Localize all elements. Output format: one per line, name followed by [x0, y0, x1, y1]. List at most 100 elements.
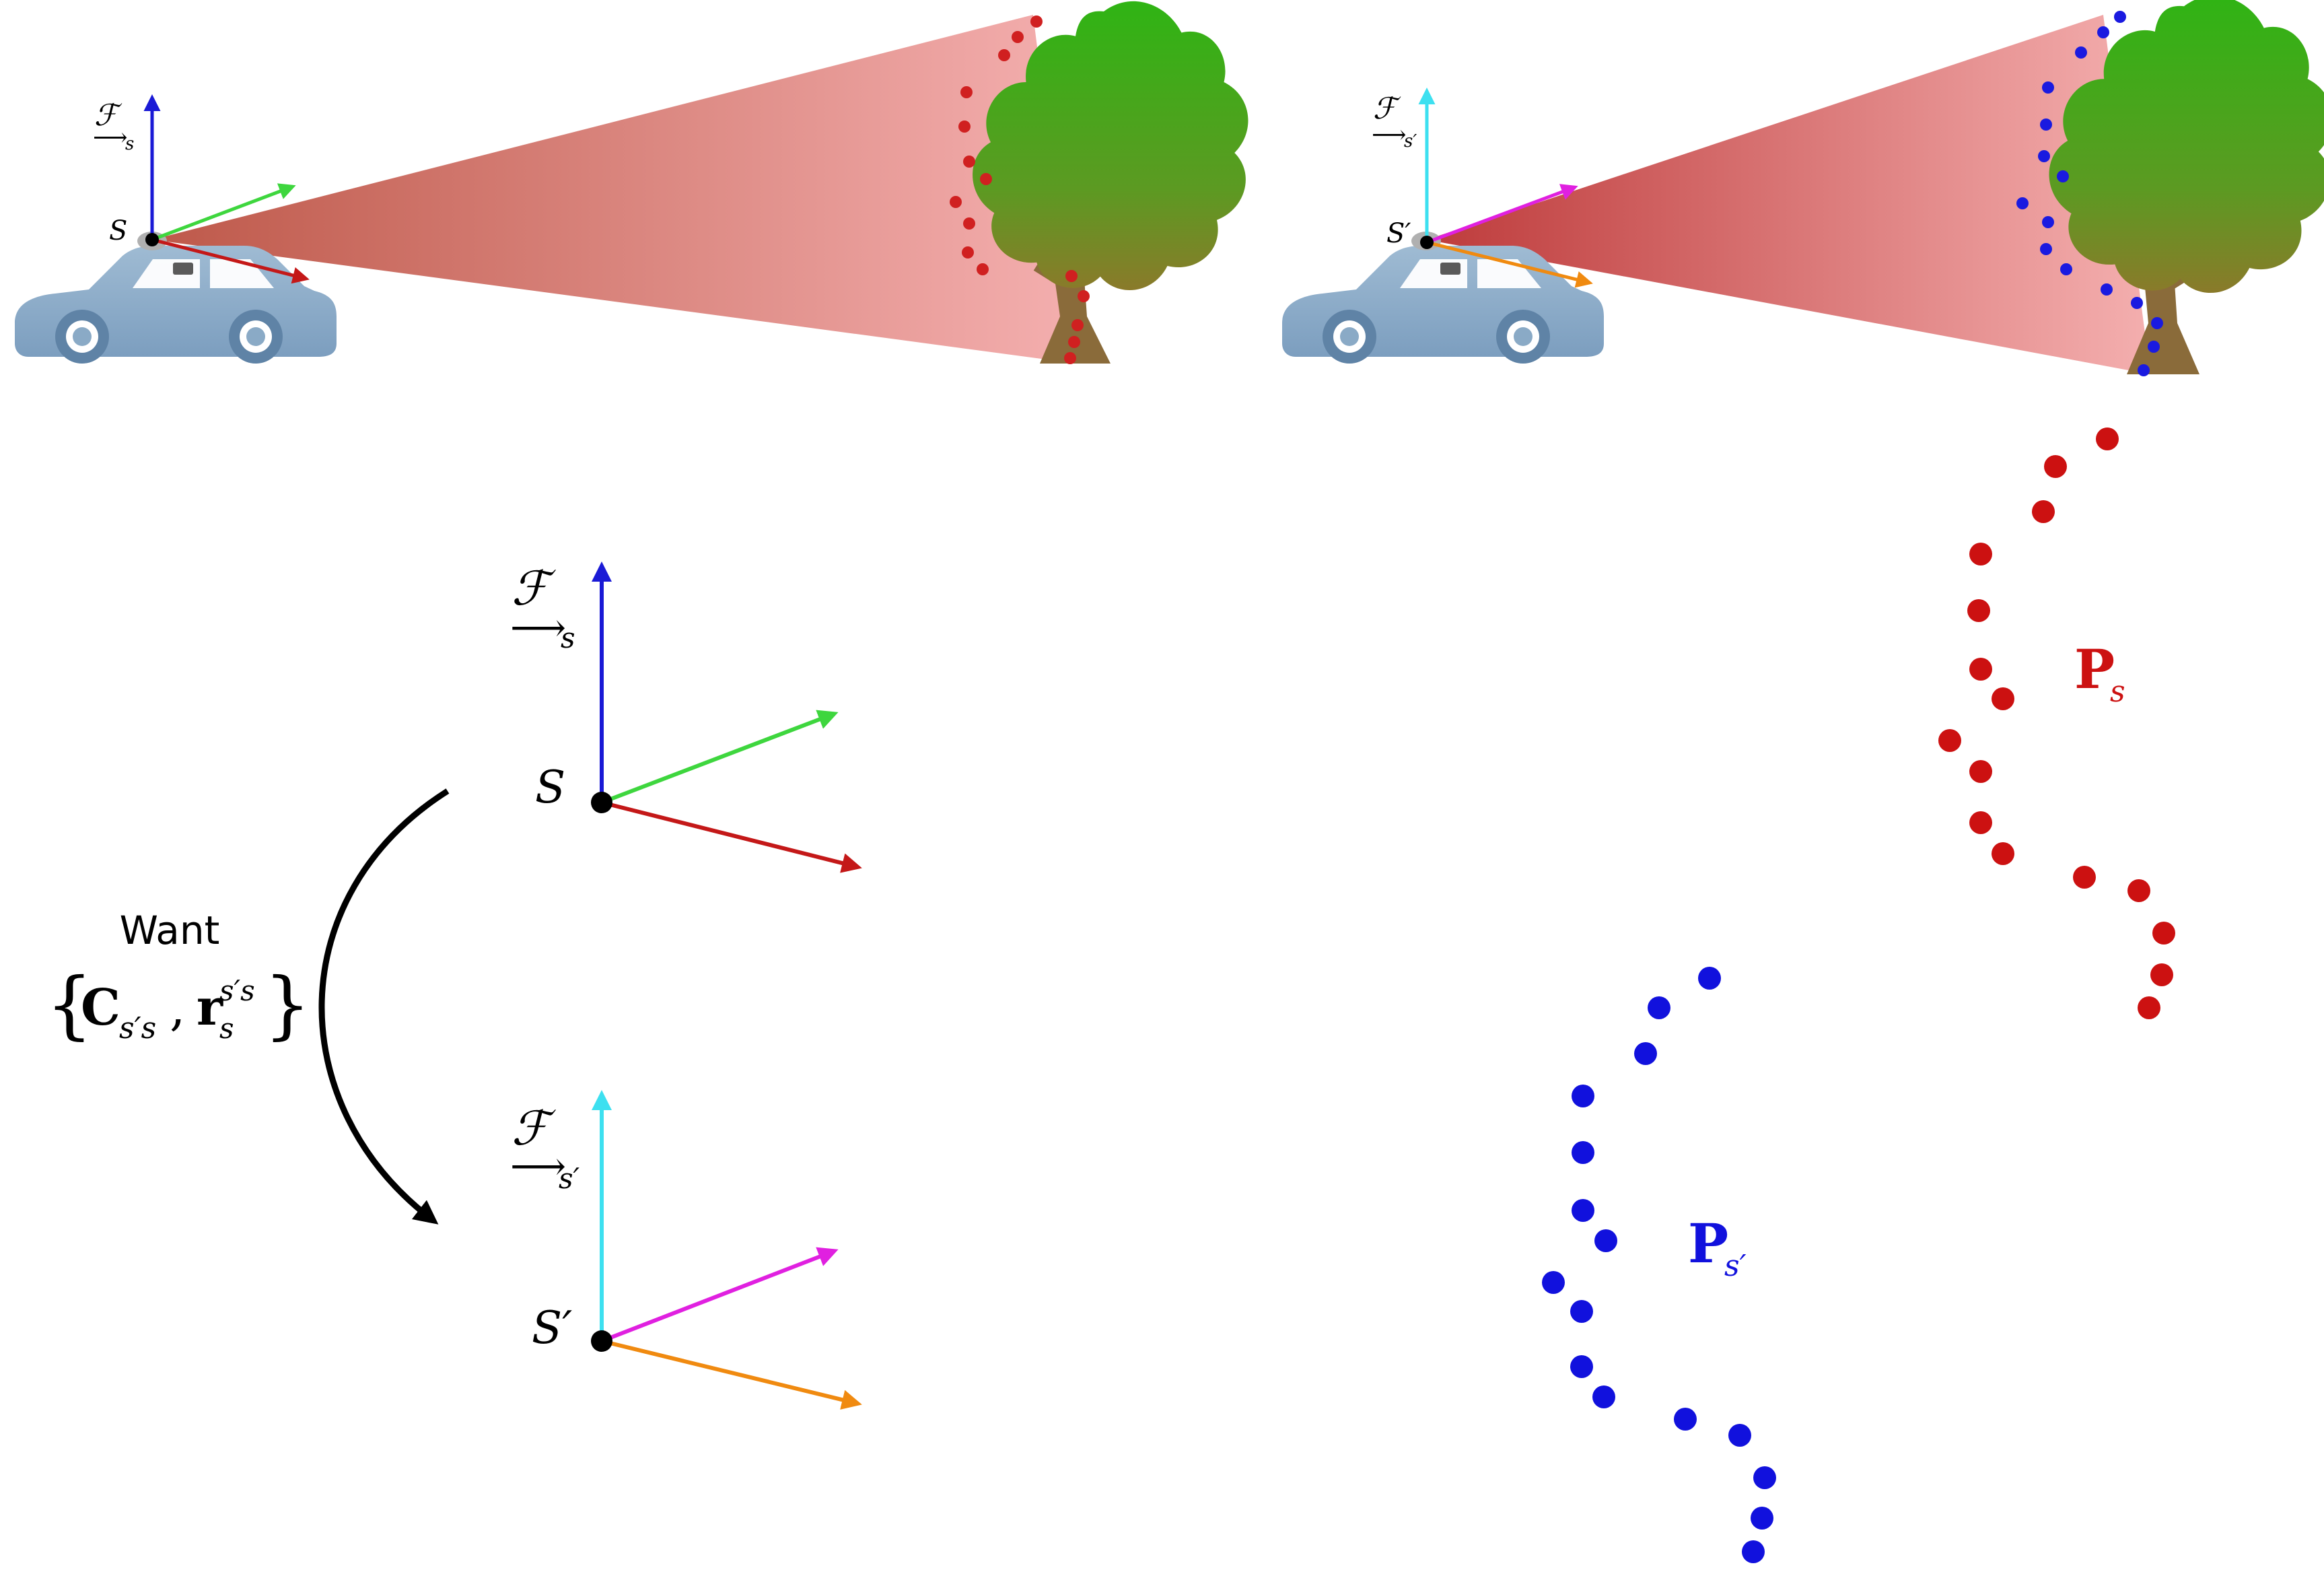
origin-label: S′ [532, 1302, 572, 1354]
axis-mid [600, 1247, 839, 1343]
cloud-point [1572, 1199, 1594, 1222]
axis-down [601, 800, 862, 873]
tree-edge-points-sprime [2016, 11, 2163, 376]
origin-point [591, 792, 612, 813]
edge-point [2042, 81, 2054, 94]
car [1282, 232, 1604, 364]
frame-arrow: ⟶ [510, 1143, 566, 1189]
edge-point [1065, 270, 1078, 282]
top-left-scene: S ℱ ⟶ s [15, 1, 1248, 364]
edge-point [1068, 336, 1080, 348]
cloud-point [1542, 1271, 1565, 1294]
edge-point [2101, 283, 2113, 296]
edge-point [1078, 290, 1090, 302]
edge-point [960, 86, 973, 98]
cloud-point [1969, 811, 1992, 834]
C-symbol: C [81, 979, 120, 1037]
pointcloud-sprime [1542, 967, 1776, 1563]
camera-frustum [1427, 15, 2150, 374]
edge-point [2040, 118, 2052, 131]
tree-trunk [1040, 269, 1111, 364]
cloud-point [1572, 1141, 1594, 1164]
frame-arrow: ⟶ [510, 605, 566, 650]
frame-subscript: s′ [1404, 131, 1417, 151]
axis-mid [600, 710, 839, 804]
car [15, 232, 337, 364]
cloud-point [1698, 967, 1721, 990]
edge-point [980, 173, 992, 185]
cloud-point [1570, 1355, 1593, 1378]
cloud-point [1572, 1085, 1594, 1107]
sensor-origin [1420, 236, 1434, 249]
top-right-scene: S′ ℱ ⟶ s′ [1282, 0, 2324, 376]
axis-down [601, 1339, 862, 1410]
edge-point [2114, 11, 2126, 23]
cloud-point [2096, 427, 2119, 450]
edge-point [2075, 46, 2087, 59]
curved-transform-arrow [318, 788, 450, 1225]
cloud-point [1674, 1408, 1697, 1431]
cloud-point [1751, 1507, 1773, 1530]
cloud-point [1634, 1042, 1657, 1065]
edge-point [1071, 319, 1084, 331]
axis-mid-s [151, 183, 296, 242]
pointcloud-s-label: P s [2074, 638, 2125, 709]
frame-s: S ℱ ⟶ s [510, 561, 862, 873]
edge-point [2040, 243, 2052, 255]
frame-subscript: s′ [559, 1162, 580, 1195]
cloud-point [1592, 1385, 1615, 1408]
origin-point [591, 1330, 612, 1352]
r-subscript: s [219, 1012, 234, 1045]
cloud-point [1967, 599, 1990, 622]
pointcloud-sprime-label: P s′ [1688, 1212, 1747, 1283]
tree-trunk [2127, 273, 2199, 374]
cloud-point [2152, 922, 2175, 945]
axis-down-s [151, 238, 310, 284]
sensor-origin [145, 233, 159, 246]
cloud-point [1969, 760, 1992, 783]
cloud-label: P [2074, 638, 2115, 701]
edge-point [2131, 297, 2143, 309]
edge-point [2097, 26, 2109, 38]
cloud-label: P [1688, 1212, 1728, 1275]
frame-arrow: ⟶ [1372, 121, 1407, 149]
cloud-subscript: s [2110, 675, 2125, 709]
edge-point [963, 217, 975, 230]
C-subscript: s′s [119, 1011, 156, 1046]
brace-close: } [264, 961, 311, 1048]
frame-symbol: ℱ [512, 561, 556, 616]
want-label: Want [120, 907, 220, 953]
edge-point [1012, 31, 1024, 43]
cloud-point [1992, 687, 2014, 710]
edge-point [2151, 317, 2163, 329]
frame-sprime: S′ ℱ ⟶ s′ [510, 1090, 862, 1410]
frame-subscript: s [125, 134, 134, 154]
cloud-point [2138, 996, 2160, 1019]
edge-point [2057, 170, 2069, 182]
cloud-point [1969, 543, 1992, 566]
cloud-point [2127, 879, 2150, 902]
r-superscript: s′s [219, 974, 255, 1007]
comma: , [170, 979, 186, 1037]
edge-point [2016, 197, 2029, 209]
edge-point [950, 196, 962, 208]
cloud-point [1570, 1300, 1593, 1323]
cloud-point [2150, 963, 2173, 986]
axis-mid-sprime [1426, 184, 1578, 244]
edge-point [2038, 150, 2050, 162]
tree [2049, 0, 2324, 374]
cloud-point [1594, 1229, 1617, 1252]
tree [973, 1, 1248, 364]
cloud-point [1938, 729, 1961, 752]
cloud-point [1648, 996, 1670, 1019]
origin-label: S [109, 215, 127, 246]
frame-symbol: ℱ [512, 1101, 556, 1156]
edge-point [2148, 341, 2160, 353]
edge-point [2138, 364, 2150, 376]
camera-frustum [152, 15, 1077, 364]
edge-point [2042, 216, 2054, 228]
edge-point [1030, 15, 1043, 28]
tree-edge-points-s [950, 15, 1090, 364]
frame-arrow: ⟶ [93, 124, 128, 151]
